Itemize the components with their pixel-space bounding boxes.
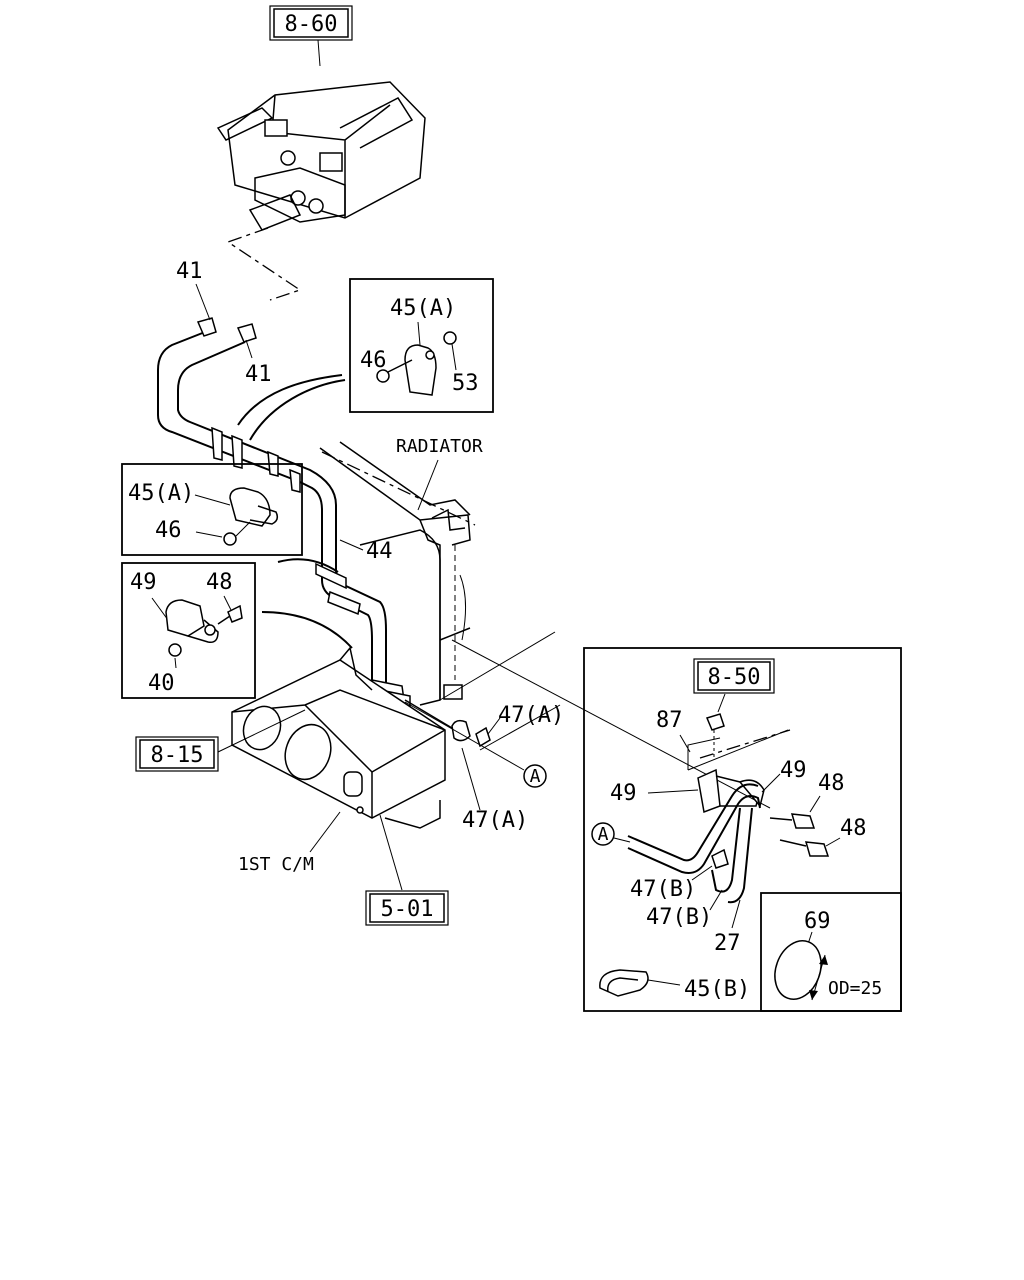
detail-box-right: 8-50 87 49 49 48 48	[583, 647, 902, 1012]
circle-a-detail: A	[591, 822, 631, 846]
svg-text:41: 41	[245, 362, 272, 387]
svg-text:OD=25: OD=25	[828, 978, 882, 999]
svg-text:A: A	[598, 824, 609, 845]
svg-text:45(A): 45(A)	[128, 481, 194, 506]
detail-box-clamp-mid: 45(A) 46	[121, 463, 303, 556]
svg-text:41: 41	[176, 259, 203, 284]
svg-text:45(B): 45(B)	[684, 977, 750, 1002]
heater-unit	[216, 81, 426, 231]
svg-text:69: 69	[804, 909, 831, 934]
svg-text:46: 46	[360, 348, 387, 373]
ref-8-60[interactable]: 8-60	[269, 5, 353, 41]
svg-text:49: 49	[610, 781, 637, 806]
radiator-label: RADIATOR	[396, 436, 483, 511]
detail-box-clamp-top: 45(A) 46 53	[349, 278, 494, 413]
svg-text:47(A): 47(A)	[498, 703, 564, 728]
svg-text:53: 53	[452, 371, 479, 396]
callout-44: 44	[339, 539, 393, 564]
ref-8-15[interactable]: 8-15	[135, 736, 219, 772]
svg-text:47(A): 47(A)	[462, 808, 528, 833]
svg-text:45(A): 45(A)	[390, 296, 456, 321]
svg-text:48: 48	[818, 771, 845, 796]
fitting-47a: 47(A) 47(A)	[404, 699, 564, 833]
radiator	[319, 441, 471, 706]
svg-text:5-01: 5-01	[381, 897, 434, 922]
circle-a-main: A	[404, 701, 547, 788]
svg-text:46: 46	[155, 518, 182, 543]
svg-text:49: 49	[130, 570, 157, 595]
detail-box-bracket: 49 48 40	[121, 562, 256, 699]
svg-text:47(B): 47(B)	[646, 905, 712, 930]
ref-8-50[interactable]: 8-50	[693, 658, 775, 694]
pipe-assembly	[157, 317, 411, 707]
svg-text:8-50: 8-50	[708, 665, 761, 690]
svg-text:RADIATOR: RADIATOR	[396, 436, 483, 457]
svg-text:44: 44	[366, 539, 393, 564]
svg-text:8-15: 8-15	[151, 743, 204, 768]
ref-5-01[interactable]: 5-01	[365, 890, 449, 926]
callout-41-top: 41 41	[176, 259, 272, 387]
svg-text:87: 87	[656, 708, 683, 733]
svg-text:1ST C/M: 1ST C/M	[238, 854, 314, 875]
svg-text:48: 48	[840, 816, 867, 841]
svg-text:47(B): 47(B)	[630, 877, 696, 902]
svg-text:49: 49	[780, 758, 807, 783]
svg-text:A: A	[530, 766, 541, 787]
svg-text:8-60: 8-60	[285, 12, 338, 37]
svg-text:40: 40	[148, 671, 175, 696]
svg-text:48: 48	[206, 570, 233, 595]
first-crossmember	[231, 646, 446, 829]
label-1st-cm: 1ST C/M	[238, 811, 341, 875]
svg-text:27: 27	[714, 931, 741, 956]
